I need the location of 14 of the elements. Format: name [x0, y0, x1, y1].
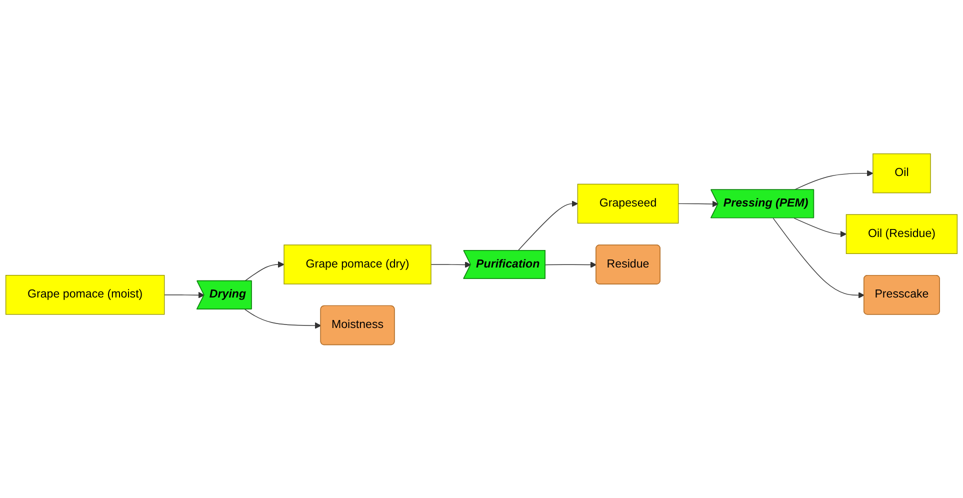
- arrow: [545, 261, 597, 268]
- arrow: [244, 308, 322, 328]
- node-box: Oil: [872, 153, 931, 193]
- arrow: [794, 218, 847, 237]
- arrow: [772, 218, 864, 298]
- arrow: [244, 261, 284, 282]
- arrow: [430, 261, 472, 268]
- node-box: Grapeseed: [577, 184, 679, 224]
- node-box: Grape pomace (moist): [5, 274, 165, 314]
- node-box: Grape pomace (dry): [284, 244, 432, 284]
- node-box: Oil (Residue): [846, 214, 958, 254]
- arrow: [518, 200, 578, 251]
- arrow: [164, 292, 205, 298]
- arrow: [678, 200, 719, 207]
